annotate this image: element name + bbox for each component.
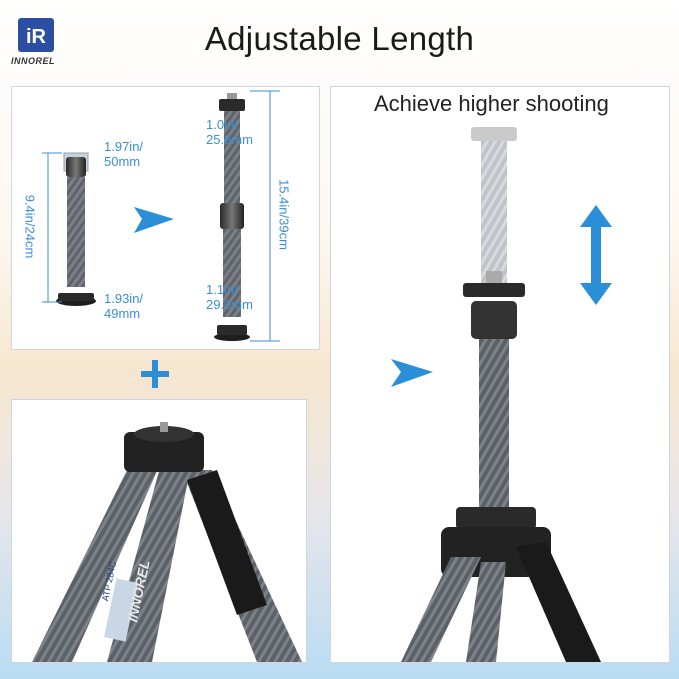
- brand-name: INNOREL: [11, 56, 55, 66]
- collapsed-bottom-diameter: 1.93in/ 49mm: [104, 291, 143, 321]
- plus-icon: [141, 360, 169, 388]
- collapsed-height: 9.4in/24cm: [22, 194, 38, 259]
- measure-text: 29.0mm: [206, 297, 253, 312]
- measure-text: 1.1in/: [206, 282, 238, 297]
- column-illustration: [42, 90, 280, 342]
- collapsed-top-diameter: 1.97in/ 50mm: [104, 139, 143, 169]
- extended-upper-diameter: 1.0in/ 25.6mm: [206, 117, 253, 147]
- panel-headline: Achieve higher shooting: [374, 91, 609, 116]
- measure-text: 1.93in/: [104, 291, 144, 306]
- extended-tripod-illustration: [391, 127, 601, 662]
- arrow-right-icon: [134, 207, 174, 233]
- arrow-updown-icon: [580, 205, 612, 305]
- extended-height: 15.4in/39cm: [276, 179, 292, 250]
- arrow-right-icon: [391, 359, 433, 387]
- measure-text: 50mm: [104, 154, 141, 169]
- measure-text: 1.0in/: [206, 117, 238, 132]
- svg-text:iR: iR: [26, 26, 47, 48]
- tripod-panel: ATP 284C INNOREL: [11, 399, 307, 663]
- measure-text: 25.6mm: [206, 132, 253, 147]
- column-size-panel: 1.97in/ 50mm 1.93in/ 49mm 9.4in/24cm 1.0…: [11, 86, 320, 350]
- extended-column: [214, 93, 250, 341]
- logo-icon: iR: [18, 18, 54, 52]
- extended-lower-diameter: 1.1in/ 29.0mm: [206, 282, 253, 312]
- page-title: Adjustable Length: [204, 20, 475, 57]
- extended-tripod-panel: Achieve higher shooting: [330, 86, 670, 663]
- tripod-illustration: [32, 422, 302, 662]
- brand-logo: iR INNOREL: [6, 8, 64, 66]
- measure-text: 1.97in/: [104, 139, 144, 154]
- collapsed-column: [56, 152, 96, 306]
- measure-text: 49mm: [104, 306, 141, 321]
